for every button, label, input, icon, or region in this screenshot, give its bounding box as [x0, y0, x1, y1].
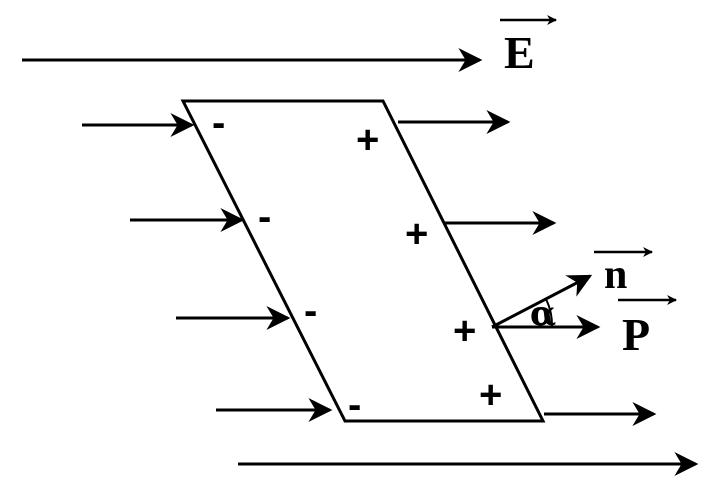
- angle-label: α: [530, 294, 556, 334]
- positive-charge-1: +: [356, 118, 379, 162]
- polarization-label: P: [622, 309, 650, 360]
- field-label: E: [504, 27, 535, 78]
- positive-charge-2: +: [405, 212, 428, 256]
- negative-charge-3: -: [304, 289, 317, 333]
- angle-arc: [545, 298, 554, 328]
- positive-charge-4: +: [479, 373, 502, 417]
- negative-charge-2: -: [258, 195, 271, 239]
- positive-charge-3: +: [453, 309, 476, 353]
- dielectric-slab: [180, 99, 546, 423]
- normal-vector: [491, 274, 593, 329]
- negative-charge-1: -: [212, 101, 225, 145]
- negative-charge-4: -: [348, 383, 361, 427]
- normal-label: n: [604, 252, 627, 298]
